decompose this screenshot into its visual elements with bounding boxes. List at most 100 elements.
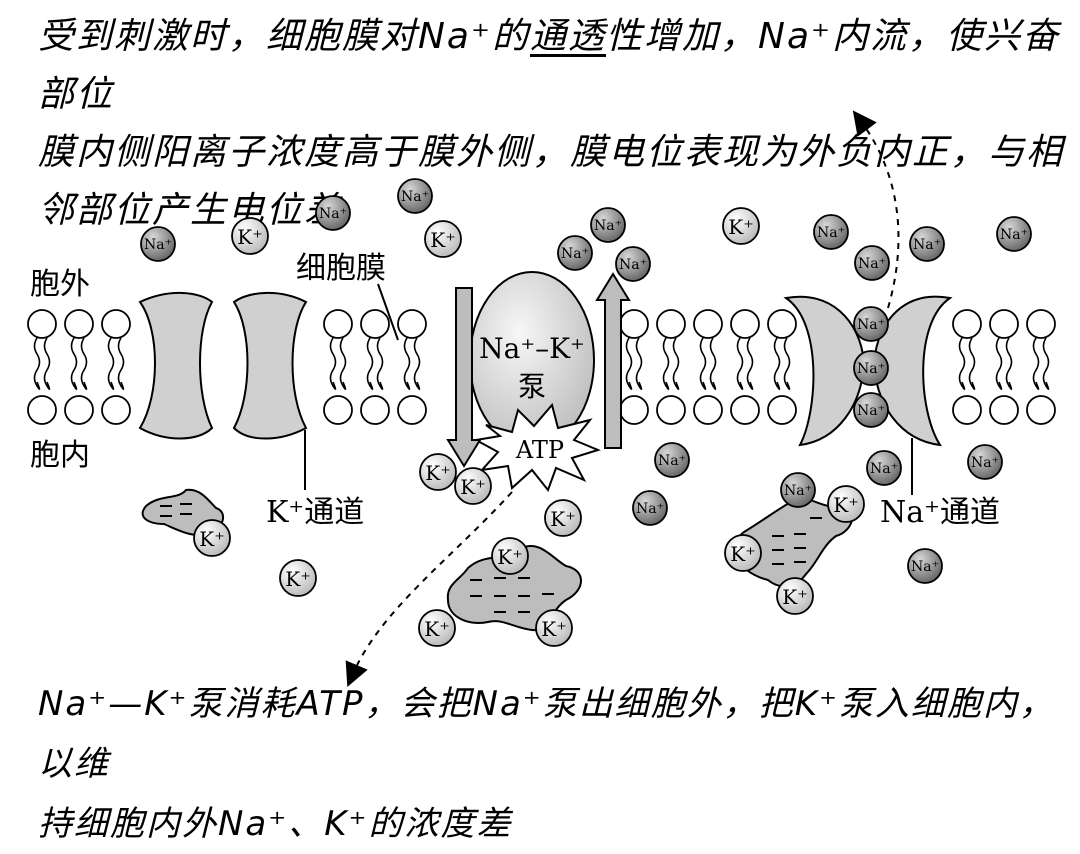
k-ion: K⁺ xyxy=(418,609,456,647)
na-ion: Na⁺ xyxy=(853,350,889,386)
top-line2: 膜内侧阳离子浓度高于膜外侧，膜电位表现为外负内正，与相 xyxy=(38,132,1065,173)
svg-text:Na⁺: Na⁺ xyxy=(857,317,885,333)
svg-text:Na⁺: Na⁺ xyxy=(858,256,886,272)
na-ion: Na⁺ xyxy=(590,207,626,243)
svg-text:K⁺: K⁺ xyxy=(425,461,451,485)
k-ion: K⁺ xyxy=(827,485,865,523)
na-ion: Na⁺ xyxy=(996,216,1032,252)
na-ion: Na⁺ xyxy=(907,548,943,584)
bottom-annotation: Na⁺—K⁺泵消耗ATP，会把Na⁺泵出细胞外，把K⁺泵入细胞内，以维 持细胞内… xyxy=(38,674,1068,854)
lipid-molecule xyxy=(101,309,131,425)
svg-text:Na⁺: Na⁺ xyxy=(870,461,898,477)
top-line1-pre: 受到刺激时，细胞膜对Na⁺的 xyxy=(38,16,530,57)
lipid-molecule xyxy=(693,309,723,425)
k-ion: K⁺ xyxy=(724,534,762,572)
k-ion: K⁺ xyxy=(776,577,814,615)
svg-text:Na⁺: Na⁺ xyxy=(561,246,589,262)
svg-text:K⁺: K⁺ xyxy=(730,542,756,566)
svg-text:K⁺: K⁺ xyxy=(782,585,808,609)
svg-text:Na⁺: Na⁺ xyxy=(619,257,647,273)
k-ion: K⁺ xyxy=(424,220,462,258)
k-ion: K⁺ xyxy=(231,217,269,255)
svg-text:Na⁺: Na⁺ xyxy=(971,455,999,471)
svg-text:Na⁺: Na⁺ xyxy=(1000,227,1028,243)
top-line1-underlined: 通透 xyxy=(530,16,607,57)
label-atp: ATP xyxy=(515,436,564,464)
svg-text:Na⁺: Na⁺ xyxy=(817,225,845,241)
label-pump-line2: 泵 xyxy=(518,370,546,403)
lipid-molecule xyxy=(64,309,94,425)
label-na-channel: Na⁺通道 xyxy=(880,495,1000,530)
svg-text:K⁺: K⁺ xyxy=(728,215,754,239)
na-ion: Na⁺ xyxy=(615,246,651,282)
lipid-molecule xyxy=(767,309,797,425)
bottom-line1: Na⁺—K⁺泵消耗ATP，会把Na⁺泵出细胞外，把K⁺泵入细胞内，以维 xyxy=(38,684,1055,784)
na-ion: Na⁺ xyxy=(813,214,849,250)
lipid-molecule xyxy=(1026,309,1056,425)
k-channel xyxy=(138,291,308,490)
k-ion: K⁺ xyxy=(544,499,582,537)
svg-text:Na⁺: Na⁺ xyxy=(913,237,941,253)
na-ion: Na⁺ xyxy=(397,178,433,214)
svg-text:K⁺: K⁺ xyxy=(833,493,859,517)
svg-text:K⁺: K⁺ xyxy=(285,567,311,591)
lipid-molecule xyxy=(730,309,760,425)
k-ion: K⁺ xyxy=(491,537,529,575)
lipid-molecule xyxy=(397,309,427,425)
svg-text:Na⁺: Na⁺ xyxy=(319,206,347,222)
lipid-molecule xyxy=(360,309,390,425)
svg-text:Na⁺: Na⁺ xyxy=(594,218,622,234)
lipid-molecule xyxy=(27,309,57,425)
svg-text:K⁺: K⁺ xyxy=(430,228,456,252)
na-ion: Na⁺ xyxy=(315,195,351,231)
na-ion: Na⁺ xyxy=(909,226,945,262)
svg-text:K⁺: K⁺ xyxy=(460,475,486,499)
dashed-arrow-down xyxy=(345,491,513,688)
pump-arrow-down xyxy=(446,287,482,468)
label-outside: 胞外 xyxy=(30,267,90,302)
top-line3: 邻部位产生电位差 xyxy=(38,190,343,231)
svg-text:Na⁺: Na⁺ xyxy=(857,403,885,419)
pump-arrow-up xyxy=(595,272,631,449)
svg-text:Na⁺: Na⁺ xyxy=(857,361,885,377)
atp-burst xyxy=(472,402,601,493)
ions-layer: Na⁺ Na⁺ Na⁺ Na⁺ Na⁺ Na⁺ Na⁺ Na⁺ Na⁺ Na⁺ Na⁺ Na⁺ Na⁺ N… xyxy=(140,178,1032,647)
na-ion: Na⁺ xyxy=(967,444,1003,480)
svg-text:K⁺: K⁺ xyxy=(237,225,263,249)
na-ion: Na⁺ xyxy=(853,306,889,342)
label-membrane: 细胞膜 xyxy=(296,251,386,286)
k-ion: K⁺ xyxy=(535,609,573,647)
lipid-bilayer xyxy=(27,309,1056,425)
top-line1-post: 性增加，Na⁺内流，使兴奋部位 xyxy=(38,16,1061,115)
na-ion: Na⁺ xyxy=(853,392,889,428)
lipid-molecule xyxy=(323,309,353,425)
na-ion: Na⁺ xyxy=(140,226,176,262)
svg-text:K⁺: K⁺ xyxy=(199,527,225,551)
membrane-pointer-line xyxy=(377,283,399,341)
dashed-arrow-up xyxy=(852,110,900,309)
svg-text:Na⁺: Na⁺ xyxy=(636,501,664,517)
membrane-diagram: 胞外 胞内 细胞膜 K⁺通道 Na⁺通道 Na⁺–K⁺ 泵 ATP Na⁺Na⁺… xyxy=(27,110,1056,688)
svg-text:K⁺: K⁺ xyxy=(541,617,567,641)
na-ion: Na⁺ xyxy=(780,472,816,508)
na-ion: Na⁺ xyxy=(854,245,890,281)
blob-dashes xyxy=(160,503,822,613)
lipid-molecule xyxy=(989,309,1019,425)
na-ion: Na⁺ xyxy=(632,490,668,526)
svg-text:K⁺: K⁺ xyxy=(550,507,576,531)
svg-text:K⁺: K⁺ xyxy=(424,617,450,641)
bottom-line2: 持细胞内外Na⁺、K⁺的浓度差 xyxy=(38,804,513,844)
k-ion: K⁺ xyxy=(722,207,760,245)
na-channel xyxy=(783,295,953,495)
svg-text:Na⁺: Na⁺ xyxy=(658,453,686,469)
top-annotation: 受到刺激时，细胞膜对Na⁺的通透性增加，Na⁺内流，使兴奋部位 膜内侧阳离子浓度… xyxy=(38,8,1068,240)
svg-text:Na⁺: Na⁺ xyxy=(911,559,939,575)
lipid-molecule xyxy=(619,309,649,425)
svg-text:Na⁺: Na⁺ xyxy=(144,237,172,253)
na-ion: Na⁺ xyxy=(866,450,902,486)
svg-text:K⁺: K⁺ xyxy=(497,545,523,569)
svg-text:Na⁺: Na⁺ xyxy=(784,483,812,499)
na-ion: Na⁺ xyxy=(654,442,690,478)
label-k-channel: K⁺通道 xyxy=(266,495,364,530)
lipid-molecule xyxy=(952,309,982,425)
